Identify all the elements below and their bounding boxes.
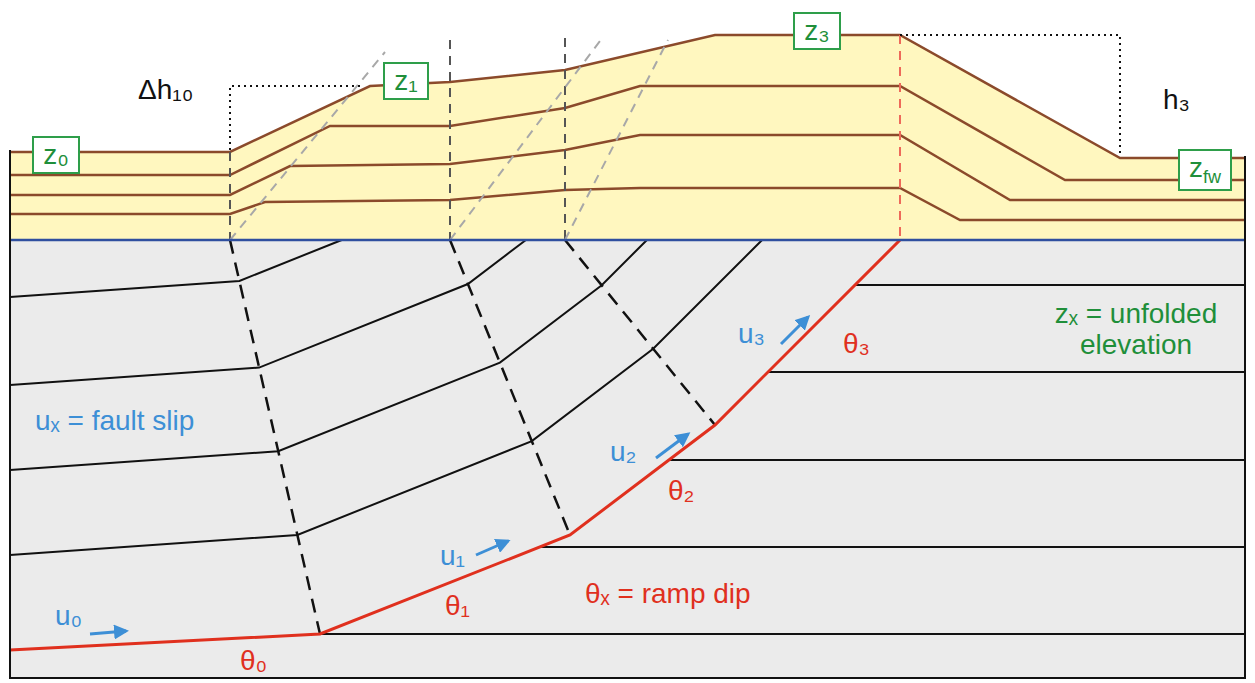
axial-trace xyxy=(449,40,451,240)
slip-label: u₂ xyxy=(610,436,636,467)
legend-note: θₓ = ramp dip xyxy=(585,578,751,609)
basement-fill xyxy=(10,240,1245,678)
footwall-bed xyxy=(768,371,1245,373)
footwall-bed xyxy=(669,459,1245,461)
slip-label: u₀ xyxy=(55,600,82,631)
hanging-wall-beds xyxy=(10,240,762,555)
slip-arrow xyxy=(476,541,508,555)
hanging-wall-bed xyxy=(10,240,647,470)
axial-surface xyxy=(565,240,715,425)
dip-label: θ₂ xyxy=(668,475,694,506)
sediment-layers xyxy=(10,35,1245,220)
growth-trace xyxy=(230,52,385,240)
layer-line xyxy=(10,188,1245,220)
hanging-wall-bed xyxy=(10,240,762,555)
elevation-label: z₁ xyxy=(394,65,417,96)
axial-trace xyxy=(564,38,566,240)
axial-surface xyxy=(450,240,570,535)
layer-line xyxy=(10,86,1245,180)
elevation-box: z₀ xyxy=(32,136,80,174)
fault-trace xyxy=(10,240,900,650)
ramp-top-trace xyxy=(899,35,901,240)
growth-trace xyxy=(565,40,668,240)
dimension-label: h₃ xyxy=(1163,84,1190,115)
footwall-beds xyxy=(320,285,1245,634)
axial-surface xyxy=(230,240,320,634)
footwall-bed xyxy=(320,633,1245,635)
slip-label: u₃ xyxy=(738,318,765,349)
dimension-line xyxy=(230,86,364,150)
legend-note: zₓ = unfolded elevation xyxy=(1030,298,1242,361)
dimension-label: Δh₁₀ xyxy=(138,74,193,105)
layer-line xyxy=(10,135,1245,200)
dimension-line xyxy=(900,35,1120,156)
dip-label: θ₃ xyxy=(843,328,870,359)
slip-arrow xyxy=(781,317,808,344)
slip-arrows xyxy=(90,317,808,634)
slip-arrow xyxy=(656,434,688,458)
footwall-bed xyxy=(540,546,1245,548)
dip-label: θ₁ xyxy=(445,590,470,621)
sediment-fill xyxy=(10,35,1245,240)
legend-note: uₓ = fault slip xyxy=(35,405,194,436)
dip-label: θ₀ xyxy=(240,645,267,676)
elevation-subscript: fw xyxy=(1203,167,1221,187)
ground-surface xyxy=(10,35,1245,158)
growth-traces xyxy=(230,37,668,240)
hanging-wall-bed xyxy=(10,240,526,385)
hanging-wall-bed xyxy=(10,240,342,297)
axial-traces xyxy=(230,38,565,240)
elevation-label: z₀ xyxy=(43,139,69,170)
elevation-label: z₃ xyxy=(804,15,829,46)
axial-trace xyxy=(229,152,231,240)
elevation-box: zfw xyxy=(1178,149,1232,191)
section-frame xyxy=(10,150,1245,678)
basement-top-line xyxy=(10,239,1245,242)
elevation-box: z₃ xyxy=(793,12,840,50)
elevation-label: z xyxy=(1189,152,1203,183)
slip-arrow xyxy=(90,631,126,634)
elevation-box: z₁ xyxy=(383,62,428,100)
footwall-bed xyxy=(855,284,1245,286)
slip-label: u₁ xyxy=(440,540,465,571)
